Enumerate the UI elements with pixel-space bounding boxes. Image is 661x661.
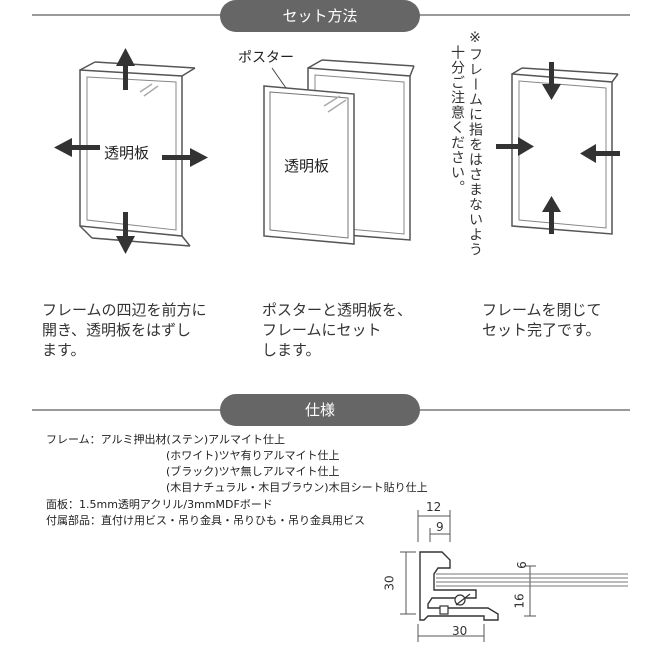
poster-callout-label: ポスター <box>238 50 294 66</box>
dimension-9: 9 <box>436 520 444 534</box>
caution-note-line2: 十分ご注意ください。 <box>449 45 465 195</box>
step3-illustration <box>496 62 620 235</box>
dimension-lines <box>400 510 536 642</box>
open-frame-drawing <box>79 61 196 247</box>
arrow-right-icon <box>162 148 208 167</box>
arrow-right-icon <box>496 137 534 156</box>
arrow-left-icon <box>54 138 100 157</box>
spec-accessories: 付属部品：直付け用ビス・吊り金具・吊りひも・吊り金具用ビス <box>46 514 365 527</box>
cross-section-diagram <box>400 510 628 642</box>
dimension-30-height: 30 <box>382 575 397 591</box>
spec-face: 面板：1.5mm透明アクリル/3mmMDFボード <box>46 498 273 511</box>
step2-caption: ポスターと透明板を、 フレームにセット します。 <box>262 301 413 359</box>
profile-drawing <box>419 551 499 621</box>
spec-frame-white: (ホワイト)ツヤ有りアルマイト仕上 <box>166 449 340 462</box>
caution-note-line1: ※フレームに指をはさまないよう <box>467 30 483 257</box>
step1-illustration <box>54 48 208 254</box>
poster-and-panel-drawing <box>263 85 355 245</box>
dimension-12: 12 <box>426 500 442 514</box>
dimension-6: 6 <box>514 561 529 569</box>
poster-callout-line <box>271 67 287 89</box>
step2-panel-label: 透明板 <box>284 157 330 175</box>
glazing-lines <box>436 573 628 587</box>
arrow-up-icon <box>116 48 135 90</box>
step1-caption: フレームの四辺を前方に 開き、透明板をはずし ます。 <box>42 301 207 359</box>
step3-caption: フレームを閉じて セット完了です。 <box>482 301 602 339</box>
clip-detail <box>439 593 471 615</box>
dimension-16: 16 <box>512 593 527 609</box>
section-title-setup: セット方法 <box>220 0 420 32</box>
arrow-down-icon <box>542 62 561 100</box>
closed-frame-drawing <box>511 67 619 235</box>
arrow-left-icon <box>580 144 620 163</box>
spec-frame-wood: (木目ナチュラル・木目ブラウン)木目シート貼り仕上 <box>166 481 428 494</box>
step2-illustration <box>263 59 415 245</box>
arrow-up-icon <box>542 196 561 234</box>
section-title-spec: 仕様 <box>220 394 420 426</box>
spec-frame: フレーム：アルミ押出材(ステン)アルマイト仕上 <box>46 433 286 446</box>
spec-frame-black: (ブラック)ツヤ無しアルマイト仕上 <box>166 465 340 478</box>
step1-panel-label: 透明板 <box>104 144 150 162</box>
dimension-30-width: 30 <box>452 624 468 638</box>
arrow-down-icon <box>116 212 135 254</box>
